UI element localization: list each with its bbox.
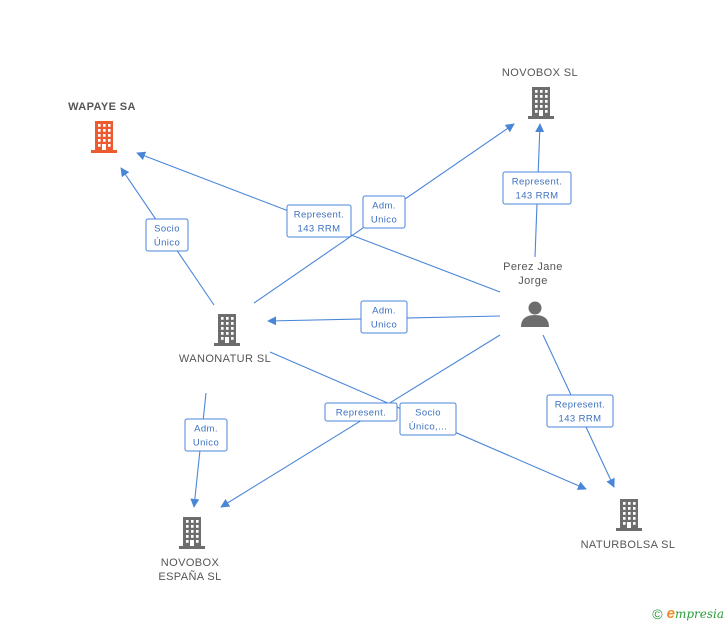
building-icon (528, 87, 554, 119)
edge-label-wanonatur-to-naturbolsa[interactable]: SocioÚnico,... (399, 402, 457, 436)
edge-label-box (286, 204, 352, 238)
node-label: Perez Jane (503, 261, 563, 273)
node-label: WAPAYE SA (68, 101, 136, 113)
edge-label-text: Adm. (194, 424, 218, 435)
edge-label-box (362, 195, 406, 229)
node-label: NOVOBOX SL (502, 67, 578, 79)
edge-label-perez-to-novobox_es[interactable]: Represent. (324, 402, 398, 422)
node-naturbolsa[interactable]: NATURBOLSA SL (581, 499, 676, 551)
edge-label-perez-to-novobox[interactable]: Represent. 143 RRM (502, 171, 572, 205)
node-novobox[interactable]: NOVOBOX SL (502, 67, 578, 119)
edge-label-text: Unico (371, 320, 397, 331)
node-wapaye[interactable]: WAPAYE SA (68, 101, 136, 153)
edge-label-text: Represent. (512, 177, 562, 188)
edge-label-text: Unico (193, 438, 219, 449)
edge-label-text: Adm. (372, 306, 396, 317)
building-icon (179, 517, 205, 549)
edge-label-text: 143 RRM (298, 224, 341, 235)
edge-label-text: Represent. (294, 210, 344, 221)
edge-label-box (546, 394, 614, 428)
edge-label-text: 143 RRM (516, 191, 559, 202)
edge-label-box (360, 300, 408, 334)
edge-label-box (184, 418, 228, 452)
edge-label-text: Socio (154, 224, 180, 235)
footer-brand: © empresia (652, 605, 724, 622)
person-icon (521, 301, 549, 327)
edge-label-text: Socio (415, 408, 441, 419)
edge-label-perez-to-naturbolsa[interactable]: Represent. 143 RRM (546, 394, 614, 428)
edge-label-perez-to-wapaye[interactable]: Represent. 143 RRM (286, 204, 352, 238)
copyright-symbol: © (652, 605, 663, 622)
edge-label-box (502, 171, 572, 205)
edge-label-wanonatur-to-novobox[interactable]: Adm. Unico (362, 195, 406, 229)
node-label: NOVOBOX (161, 557, 220, 569)
edge-label-text: Único (154, 238, 180, 249)
edge-label-text: Unico (371, 215, 397, 226)
edge-label-text: Único,... (409, 422, 447, 433)
node-label: WANONATUR SL (179, 353, 271, 365)
node-label: NATURBOLSA SL (581, 539, 676, 551)
building-icon (214, 314, 240, 346)
empresia-logo: empresia (666, 605, 724, 622)
edge-label-wanonatur-to-novobox_es[interactable]: Adm. Unico (184, 418, 228, 452)
edge-label-text: Represent. (555, 400, 605, 411)
building-icon (616, 499, 642, 531)
node-wanonatur[interactable]: WANONATUR SL (179, 314, 271, 365)
node-label: Jorge (518, 275, 548, 287)
node-label: ESPAÑA SL (158, 570, 221, 583)
edge-label-box (145, 218, 189, 252)
edge-label-text: 143 RRM (559, 414, 602, 425)
edge-label-box (399, 402, 457, 436)
building-icon (91, 121, 117, 153)
edge-label-text: Represent. (336, 408, 386, 419)
edge-label-perez-to-wanonatur[interactable]: Adm. Unico (360, 300, 408, 334)
edge-label-text: Adm. (372, 201, 396, 212)
edge-label-box (324, 402, 398, 422)
